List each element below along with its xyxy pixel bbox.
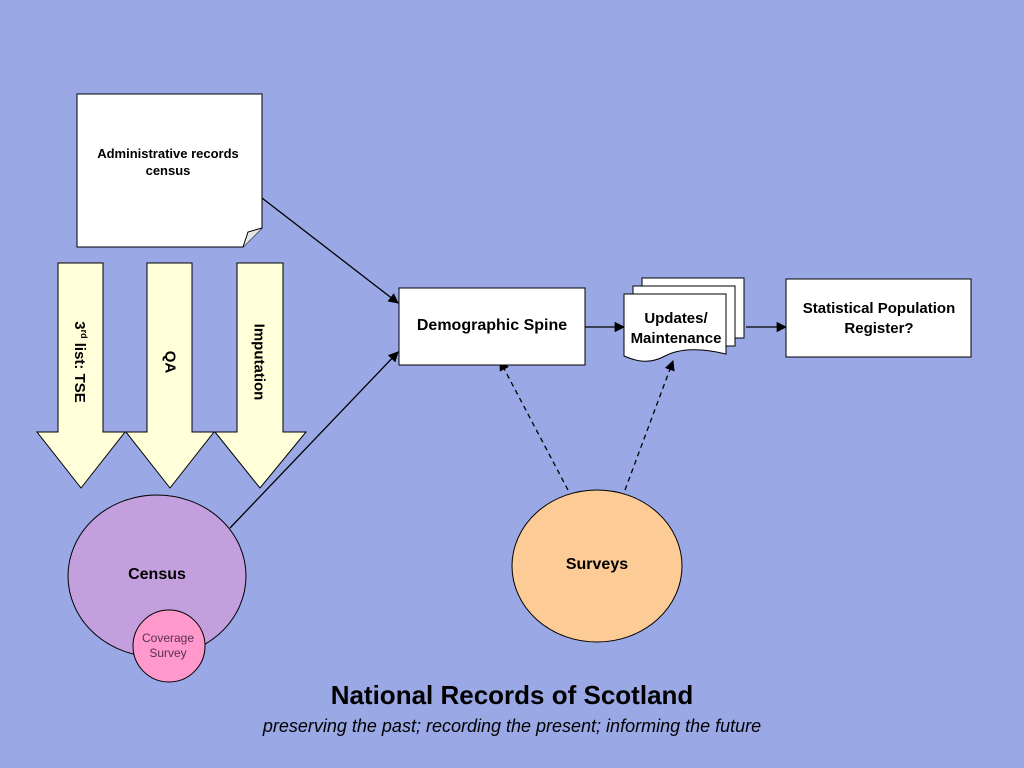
- updates-line-2: Maintenance: [630, 330, 722, 347]
- third-list-arrow: [35, 262, 127, 489]
- qa-arrow: [124, 262, 216, 489]
- coverage-line-2: Survey: [149, 646, 187, 660]
- footer-title: National Records of Scotland: [330, 680, 694, 710]
- register-box: [785, 278, 972, 358]
- updates-doc-front: [623, 293, 727, 362]
- imputation-label: Imputation: [250, 323, 268, 401]
- third-list-text: list: TSE: [71, 338, 88, 403]
- admin-to-spine-connector: [261, 197, 399, 304]
- admin-note-fold: [242, 227, 263, 248]
- third-list-superscript: rd: [79, 329, 89, 339]
- register-label: Statistical Population Register?: [802, 300, 956, 337]
- surveys-to-updates-dashed: [624, 360, 675, 491]
- surveys-label: Surveys: [565, 556, 629, 573]
- footer-subtitle: preserving the past; recording the prese…: [262, 716, 762, 736]
- updates-maintenance-label: Updates/ Maintenance: [612, 309, 740, 349]
- coverage-line-1: Coverage: [141, 631, 195, 645]
- qa-label: QA: [161, 350, 179, 374]
- surveys-to-spine-dashed: [499, 360, 569, 491]
- census-label: Census: [128, 566, 186, 583]
- census-to-spine-connector: [229, 351, 399, 529]
- third-list-label: 3rd list: TSE: [71, 321, 89, 403]
- coverage-survey-label: Coverage Survey: [130, 631, 206, 661]
- updates-line-1: Updates/: [644, 310, 708, 327]
- coverage-survey-circle: [132, 609, 206, 683]
- demographic-spine-label: Demographic Spine: [416, 317, 568, 334]
- demographic-spine-box: [398, 287, 586, 366]
- surveys-ellipse: [511, 489, 683, 643]
- imputation-arrow: [213, 262, 308, 489]
- admin-records-label: Administrative records census: [97, 146, 239, 178]
